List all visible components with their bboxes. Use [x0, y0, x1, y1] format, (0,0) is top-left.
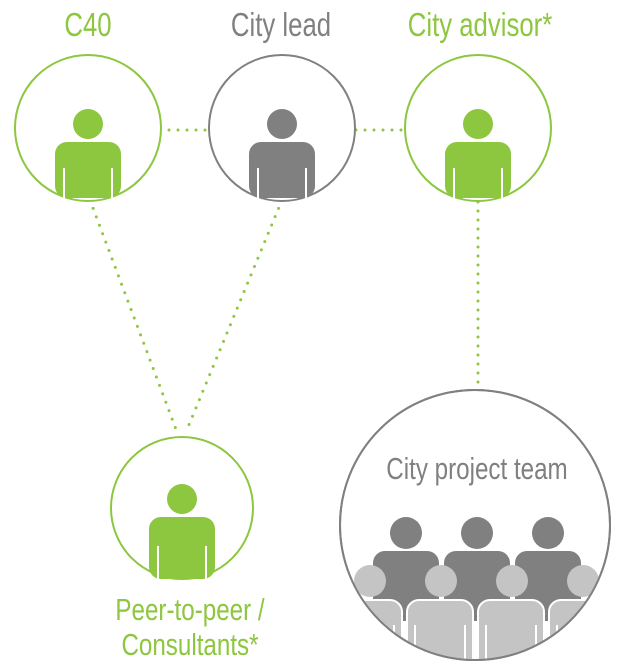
team-label: City project team	[386, 451, 568, 486]
node-city-project-team	[339, 389, 611, 661]
c40-label: C40	[64, 6, 112, 43]
connector-c40-peer	[88, 198, 179, 434]
peer-label-line2: Consultants*	[121, 627, 259, 662]
person-icon	[149, 484, 215, 579]
node-city-lead	[208, 54, 356, 202]
person-icon	[445, 109, 511, 198]
city-lead-label: City lead	[230, 6, 332, 43]
node-peer-to-peer	[110, 436, 254, 580]
peer-label-line1: Peer-to-peer /	[115, 592, 265, 627]
node-c40	[14, 54, 162, 202]
person-icon	[55, 109, 121, 198]
connector-citylead-peer	[184, 198, 284, 434]
node-city-advisor	[404, 54, 552, 202]
person-icon	[249, 109, 315, 198]
city-advisor-label: City advisor*	[407, 6, 553, 43]
